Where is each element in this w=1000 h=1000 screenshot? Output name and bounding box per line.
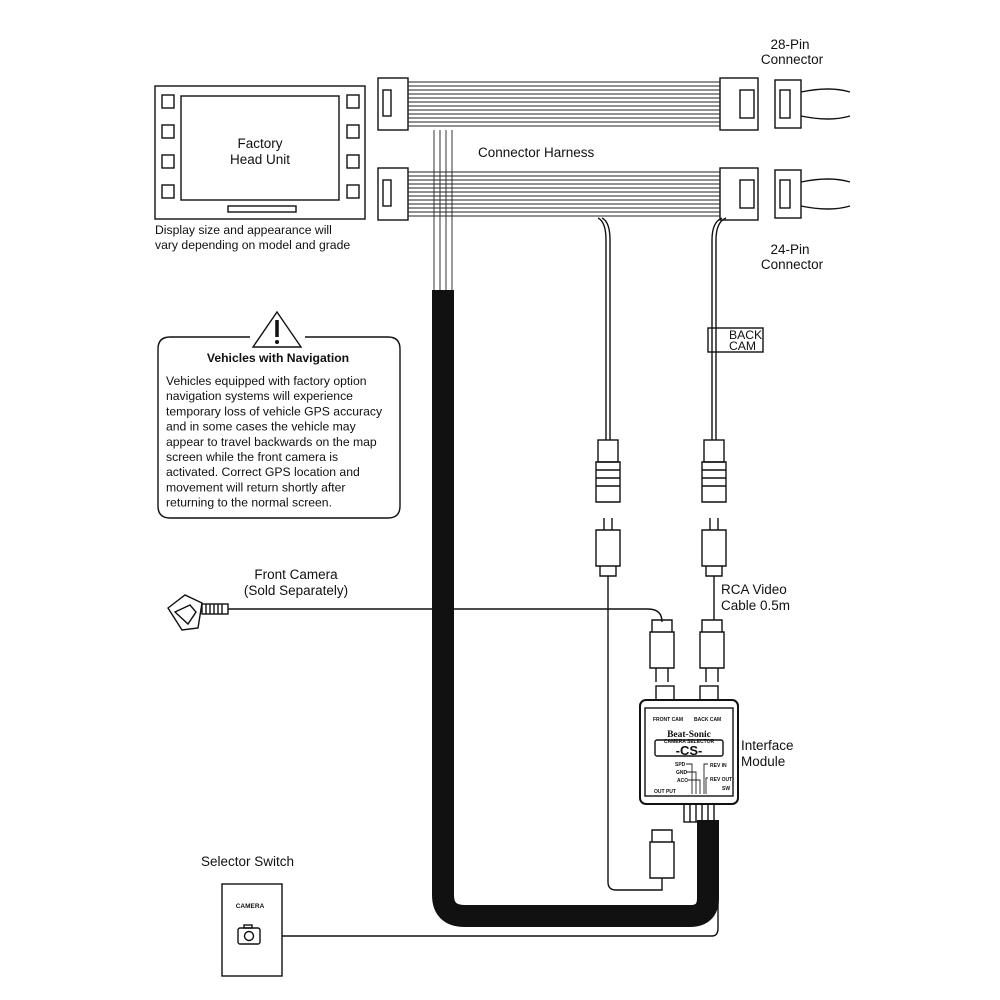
selector-switch-wire bbox=[282, 822, 719, 937]
front-camera-label-1: Front Camera bbox=[254, 567, 338, 582]
interface-module-label-1: Interface bbox=[741, 738, 794, 753]
harness-24pin bbox=[377, 167, 851, 221]
warning-title: Vehicles with Navigation bbox=[207, 351, 349, 365]
warning-text-line: activated. Correct GPS location and bbox=[166, 465, 360, 479]
module-back-cam: BACK CAM bbox=[694, 717, 721, 723]
warning-text-line: navigation systems will experience bbox=[166, 389, 353, 403]
warning-text-line: temporary loss of vehicle GPS accuracy bbox=[166, 404, 383, 418]
module-subtitle: CAMERA SELECTOR bbox=[664, 739, 715, 745]
rca-cable-label-2: Cable 0.5m bbox=[721, 598, 790, 613]
warning-text-line: appear to travel backwards on the map bbox=[166, 435, 377, 449]
module-rev-out: REV OUT bbox=[710, 777, 732, 783]
front-video-cable bbox=[597, 217, 611, 440]
rca-female-connectors bbox=[595, 439, 727, 503]
module-model: -CS- bbox=[676, 743, 703, 758]
pin24-label-2: Connector bbox=[761, 257, 824, 272]
rca-male-connectors bbox=[595, 518, 727, 879]
warning-text-line: movement will return shortly after bbox=[166, 480, 346, 494]
pin28-label-2: Connector bbox=[761, 52, 824, 67]
navigation-warning-box: Vehicles with Navigation Vehicles equipp… bbox=[157, 310, 401, 519]
warning-text-line: Vehicles equipped with factory option bbox=[166, 374, 367, 388]
back-cam-tag-2: CAM bbox=[729, 339, 756, 353]
module-gnd: GND bbox=[676, 770, 688, 776]
main-cable bbox=[432, 290, 719, 927]
module-front-cam: FRONT CAM bbox=[653, 717, 683, 723]
pin28-label-1: 28-Pin bbox=[770, 37, 809, 52]
module-brand: Beat-Sonic bbox=[667, 730, 711, 740]
module-spd: SPD bbox=[675, 762, 686, 768]
warning-text-line: screen while the front camera is bbox=[166, 450, 338, 464]
back-cam-tag bbox=[707, 327, 764, 353]
selector-switch-label: Selector Switch bbox=[201, 854, 294, 869]
rca-cable-label-1: RCA Video bbox=[721, 582, 787, 597]
connector-harness-label: Connector Harness bbox=[478, 145, 595, 160]
interface-module: FRONT CAM BACK CAM Beat-Sonic CAMERA SEL… bbox=[639, 685, 739, 823]
output-video-wire bbox=[607, 576, 663, 891]
head-unit-title-2: Head Unit bbox=[230, 152, 290, 167]
selector-switch[interactable]: CAMERA bbox=[221, 883, 283, 977]
module-sw: SW bbox=[722, 786, 730, 792]
warning-text-line: returning to the normal screen. bbox=[166, 496, 332, 510]
warning-icon bbox=[251, 310, 303, 348]
front-camera bbox=[167, 594, 229, 631]
back-video-cable bbox=[711, 217, 727, 440]
head-unit-caption-2: vary depending on model and grade bbox=[155, 238, 350, 252]
back-cam-tag-1: BACK bbox=[729, 328, 762, 342]
front-camera-label-2: (Sold Separately) bbox=[244, 583, 348, 598]
module-acc: ACC bbox=[677, 778, 688, 784]
warning-text-line: and in some cases the vehicle may bbox=[166, 420, 357, 434]
module-rev-in: REV IN bbox=[710, 763, 727, 769]
camera-icon bbox=[237, 924, 261, 945]
selector-switch-text: CAMERA bbox=[236, 903, 265, 910]
interface-module-label-2: Module bbox=[741, 754, 785, 769]
pin24-label-1: 24-Pin bbox=[770, 242, 809, 257]
tap-wires bbox=[433, 130, 453, 290]
front-camera-wire bbox=[228, 608, 663, 623]
module-output: OUT PUT bbox=[654, 789, 676, 795]
factory-head-unit: Factory Head Unit bbox=[154, 85, 366, 220]
head-unit-caption-1: Display size and appearance will bbox=[155, 223, 332, 237]
harness-28pin bbox=[377, 77, 851, 131]
head-unit-title-1: Factory bbox=[237, 136, 282, 151]
